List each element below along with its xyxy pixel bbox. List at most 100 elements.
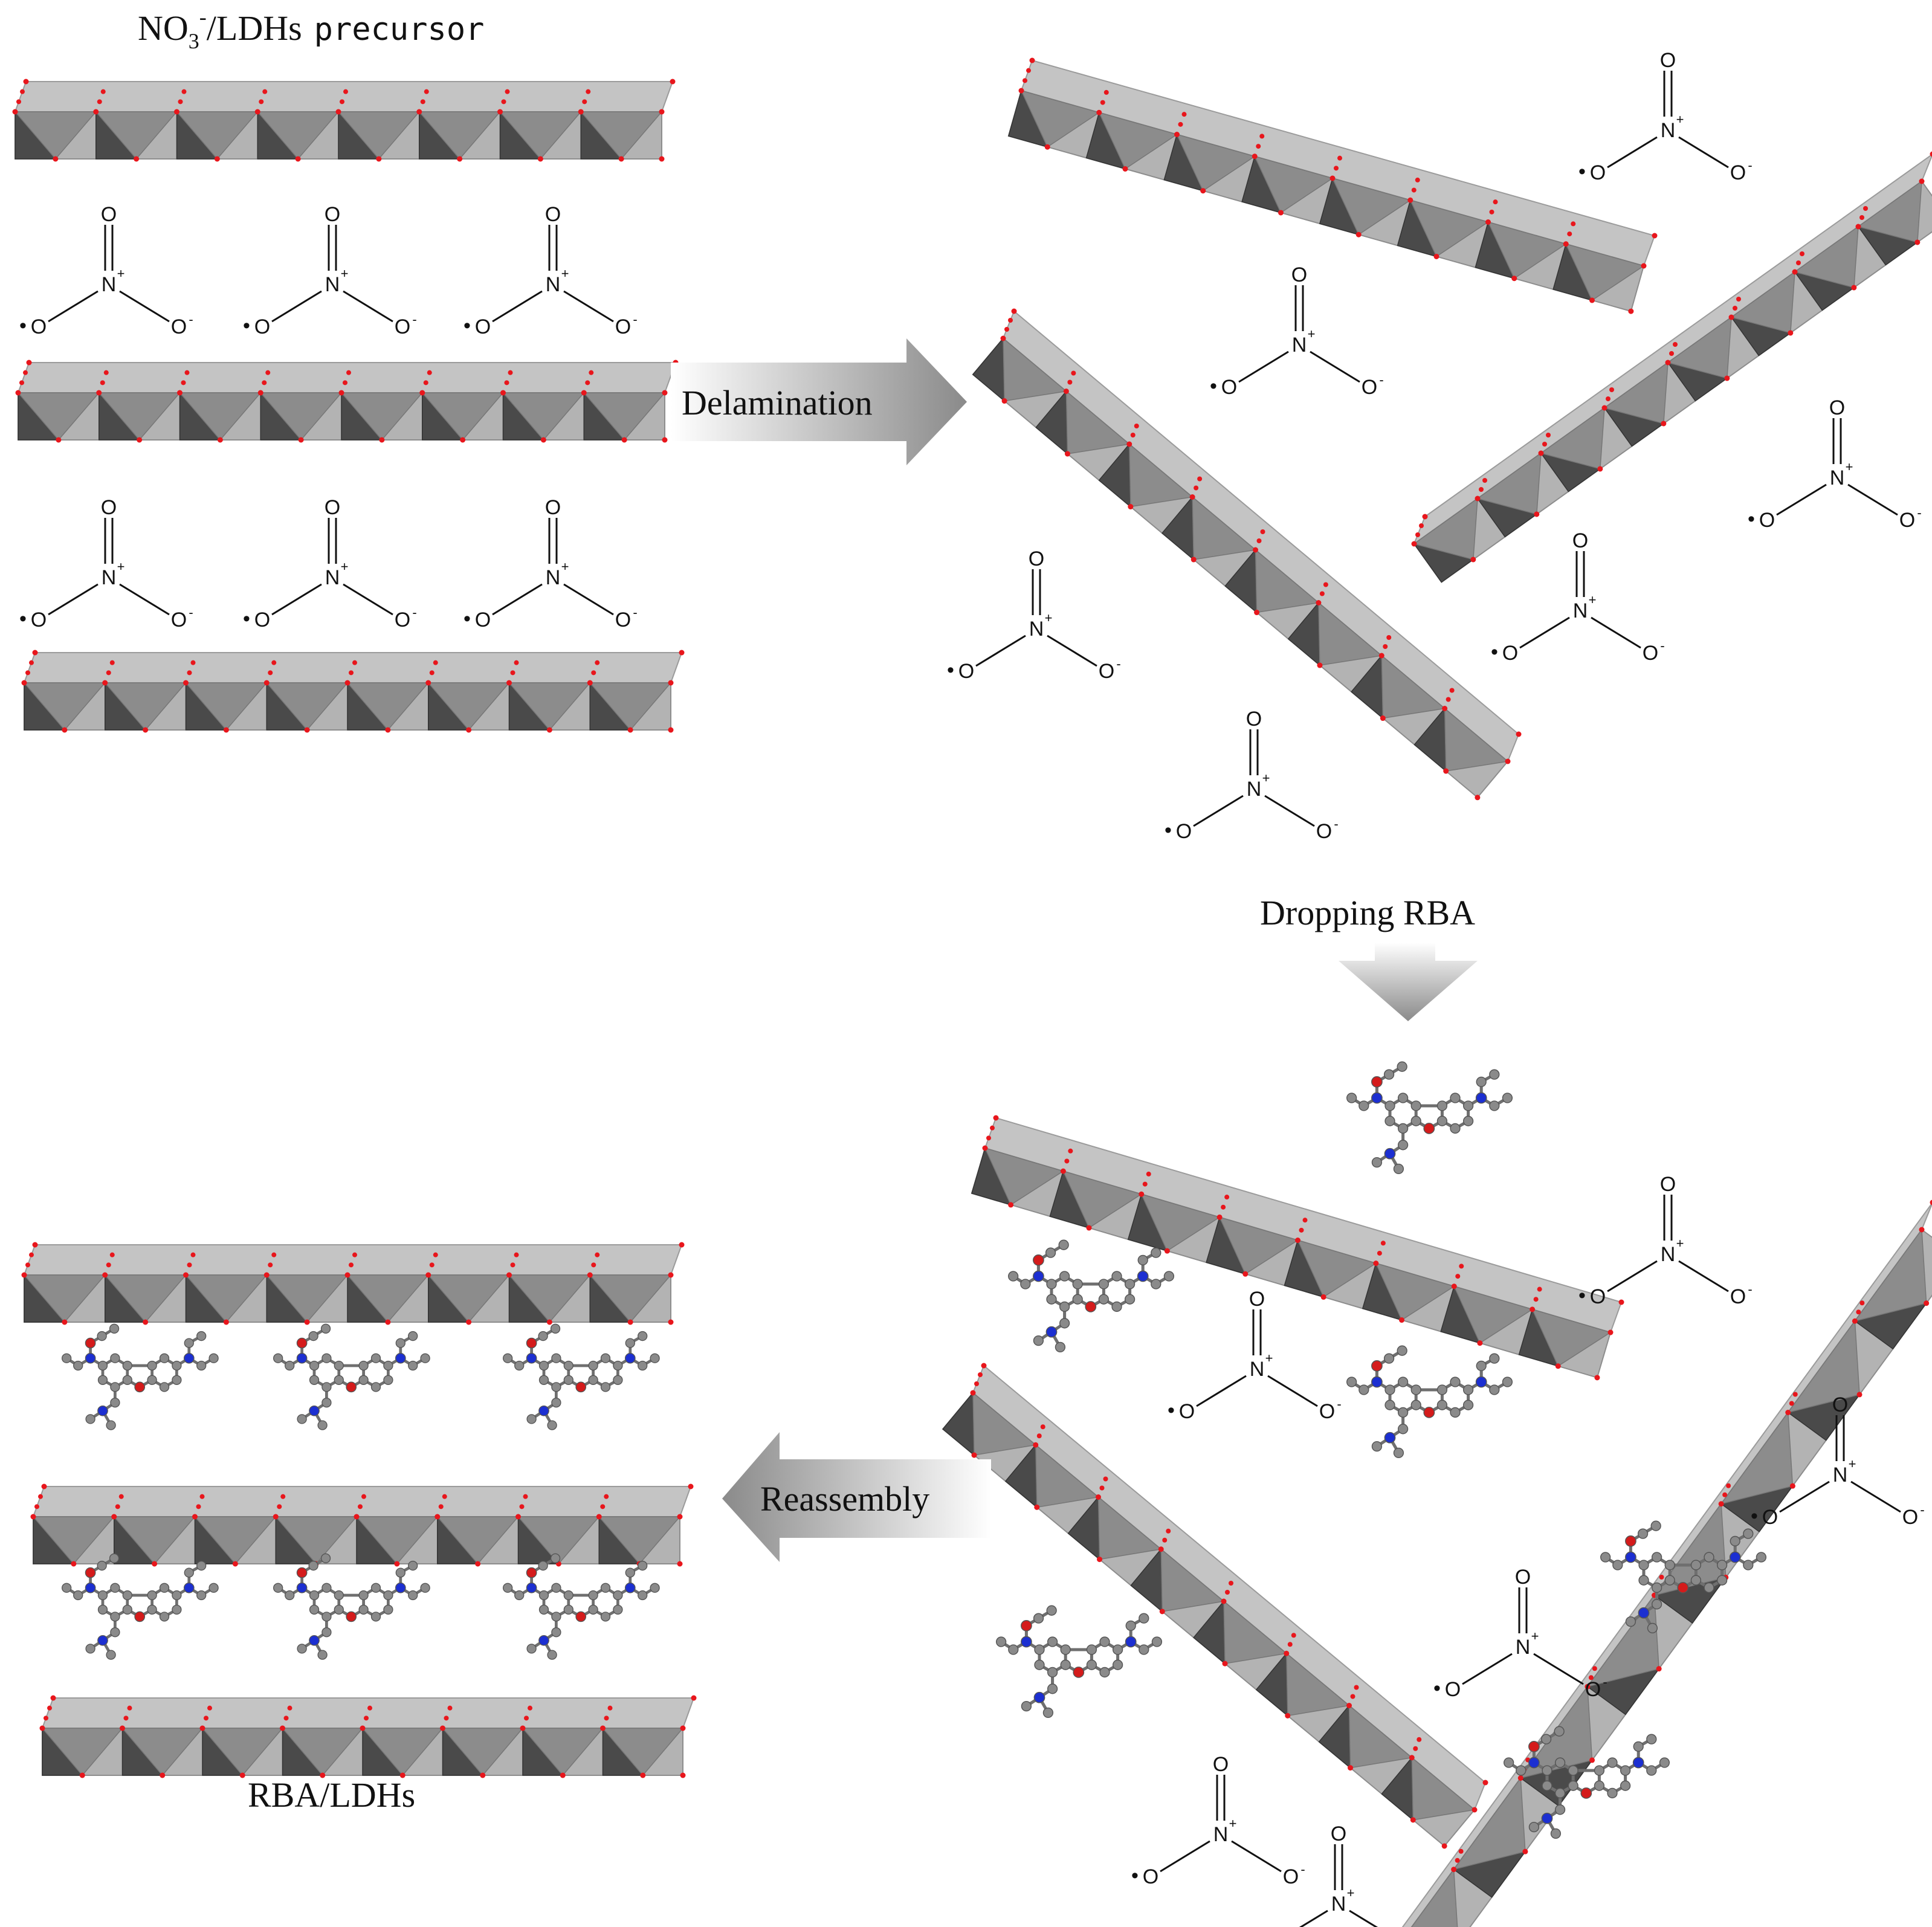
nitrate-oxygen-right: O	[1730, 161, 1746, 184]
nitrate-oxygen-left: O	[1143, 1865, 1158, 1888]
nitrate-nitrogen: N	[1247, 778, 1262, 801]
nitrate-oxygen-right: O	[615, 608, 631, 631]
rba-molecules	[61, 1061, 1767, 1839]
nitrate-radical-dot: •	[464, 314, 471, 337]
nitrate-oxygen-top: O	[1515, 1566, 1531, 1589]
nitrate-nitrogen: N	[1029, 618, 1044, 641]
delaminated-nitrate-4: ON+O•O-	[947, 547, 1121, 683]
precursor-sheet-1	[12, 79, 676, 162]
dropping-arrow	[1339, 943, 1478, 1021]
nitrate-oxygen-top: O	[325, 203, 340, 226]
title-word: precursor	[314, 11, 485, 48]
nitrate-o-charge: -	[1920, 1502, 1924, 1517]
nitrate-radical-dot: •	[243, 314, 250, 337]
nitrate-oxygen-left: O	[1502, 642, 1518, 665]
mixed-sheet-1	[971, 1115, 1624, 1381]
nitrate-oxygen-right: O	[1585, 1678, 1601, 1701]
nitrate-oxygen-top: O	[1249, 1288, 1265, 1311]
nitrate-n-charge: +	[1229, 1816, 1237, 1831]
nitrate-n-charge: +	[1265, 1351, 1273, 1366]
delaminated-nitrate-6: ON+O•O-	[1165, 708, 1339, 843]
nitrate-oxygen-left: O	[1590, 1285, 1606, 1308]
nitrate-radical-dot: •	[464, 607, 471, 630]
nitrate-anions: ON+O•O-ON+O•O-ON+O•O-ON+O•O-ON+O•O-ON+O•…	[19, 49, 1925, 1927]
nitrate-o-charge: -	[412, 605, 416, 620]
delaminated-sheet-2	[972, 308, 1522, 801]
mixed-rba-molecule-6	[1504, 1726, 1670, 1839]
mixed-rba-molecule-4	[996, 1605, 1163, 1719]
mixed-nitrate-2: ON+O•O-	[1168, 1288, 1342, 1423]
nitrate-oxygen-left: O	[475, 315, 491, 338]
title-suffix: /LDHs	[207, 8, 302, 48]
reassembled-sheet-2	[30, 1483, 694, 1567]
nitrate-oxygen-right: O	[1319, 1400, 1335, 1423]
nitrate-nitrogen: N	[325, 273, 340, 296]
nitrate-n-charge: +	[1347, 1885, 1355, 1900]
nitrate-nitrogen: N	[1830, 466, 1845, 489]
precursor-nitrate-4: ON+O•O-	[19, 496, 193, 631]
nitrate-oxygen-top: O	[1660, 1173, 1676, 1196]
delaminated-sheet-1	[1007, 57, 1658, 314]
mixed-rba-molecule-5	[1600, 1520, 1767, 1634]
reassembly-arrow	[722, 1432, 991, 1562]
nitrate-nitrogen: N	[325, 566, 340, 589]
nitrate-oxygen-left: O	[1179, 1400, 1195, 1423]
nitrate-oxygen-right: O	[1730, 1285, 1746, 1308]
nitrate-o-charge: -	[1917, 505, 1921, 520]
nitrate-oxygen-left: O	[475, 608, 491, 631]
nitrate-n-charge: +	[1308, 326, 1316, 341]
delamination-arrow	[671, 338, 967, 465]
precursor-nitrate-2: ON+O•O-	[243, 203, 417, 338]
nitrate-oxygen-right: O	[1643, 642, 1658, 665]
product-label: RBA/LDHs	[248, 1775, 415, 1815]
nitrate-oxygen-left: O	[254, 608, 270, 631]
nitrate-oxygen-top: O	[325, 496, 340, 519]
nitrate-oxygen-left: O	[254, 315, 270, 338]
nitrate-radical-dot: •	[1131, 1864, 1139, 1887]
nitrate-radical-dot: •	[1748, 508, 1755, 531]
nitrate-oxygen-right: O	[1316, 820, 1332, 843]
nitrate-oxygen-left: O	[1762, 1506, 1778, 1529]
delaminated-nitrate-5: ON+O•O-	[1491, 529, 1665, 665]
mixed-rba-molecule-2	[1008, 1239, 1175, 1353]
nitrate-oxygen-left: O	[31, 608, 47, 631]
reassembly-label: Reassembly	[760, 1479, 929, 1519]
nitrate-n-charge: +	[1676, 112, 1684, 127]
nitrate-o-charge: -	[189, 312, 193, 327]
reassembled-rba-molecule-2	[273, 1323, 430, 1430]
title-subscript: 3	[189, 29, 199, 53]
nitrate-radical-dot: •	[1578, 1284, 1586, 1307]
reassembled-sheet-3	[39, 1695, 697, 1778]
nitrate-o-charge: -	[1603, 1674, 1607, 1690]
precursor-nitrate-5: ON+O•O-	[243, 496, 417, 631]
nitrate-nitrogen: N	[1573, 599, 1588, 622]
nitrate-oxygen-right: O	[1899, 509, 1915, 532]
nitrate-radical-dot: •	[1165, 819, 1172, 842]
reassembled-sheet-1	[21, 1242, 685, 1325]
dropping-label: Dropping RBA	[1260, 893, 1475, 932]
nitrate-radical-dot: •	[243, 607, 250, 630]
nitrate-nitrogen: N	[1661, 119, 1676, 142]
nitrate-n-charge: +	[1676, 1236, 1684, 1251]
nitrate-n-charge: +	[1045, 610, 1053, 625]
mixed-nitrate-5: ON+O•O-	[1131, 1753, 1305, 1888]
nitrate-oxygen-right: O	[1099, 660, 1114, 683]
nitrate-oxygen-right: O	[615, 315, 631, 338]
nitrate-o-charge: -	[1660, 638, 1664, 653]
nitrate-oxygen-right: O	[1902, 1506, 1918, 1529]
nitrate-oxygen-top: O	[1572, 529, 1588, 552]
precursor-nitrate-6: ON+O•O-	[464, 496, 638, 631]
precursor-nitrate-1: ON+O•O-	[19, 203, 193, 338]
nitrate-o-charge: -	[1116, 656, 1120, 671]
precursor-sheet-2	[15, 360, 679, 443]
reassembled-rba-molecule-6	[502, 1553, 660, 1660]
title-prefix: NO	[138, 8, 189, 48]
nitrate-radical-dot: •	[1578, 160, 1586, 183]
precursor-nitrate-3: ON+O•O-	[464, 203, 638, 338]
precursor-sheet-3	[21, 650, 685, 733]
nitrate-oxygen-right: O	[1283, 1865, 1299, 1888]
title-superscript: -	[199, 5, 207, 29]
nitrate-nitrogen: N	[102, 273, 117, 296]
nitrate-o-charge: -	[412, 312, 416, 327]
nitrate-nitrogen: N	[546, 566, 561, 589]
